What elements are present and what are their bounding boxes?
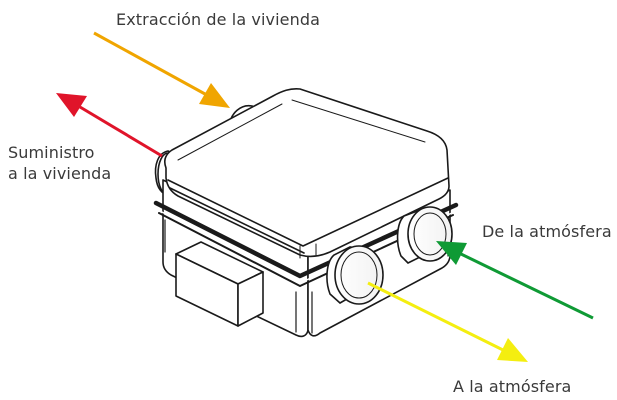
to-atmosphere-arrow [367, 281, 528, 362]
extraction-label: Extracción de la vivienda [116, 10, 320, 29]
from-atmosphere-arrow [436, 241, 594, 320]
extraction-arrow [93, 31, 230, 108]
supply-label-line1: Suministro [8, 143, 95, 162]
supply-label: Suministro a la vivienda [8, 142, 111, 184]
from-atmosphere-label: De la atmósfera [482, 222, 612, 241]
control-box-icon [175, 241, 264, 327]
supply-arrow [56, 93, 163, 158]
to-atmosphere-label: A la atmósfera [453, 377, 572, 396]
supply-label-line2: a la vivienda [8, 164, 112, 183]
port-icon [326, 206, 453, 305]
